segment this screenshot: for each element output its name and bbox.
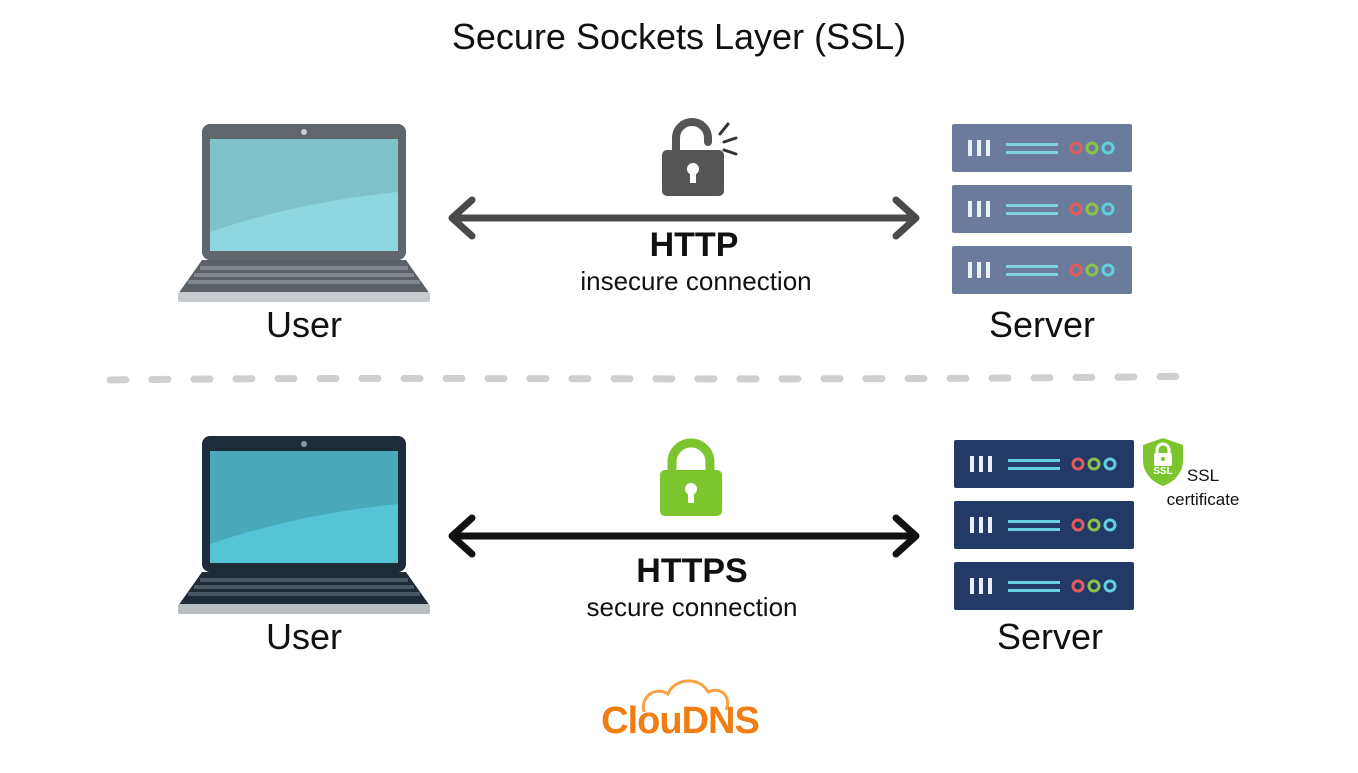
locked-padlock-icon [660,438,722,516]
certificate-label-line2: certificate [1166,490,1240,509]
protocol-label: HTTPS [636,552,748,590]
certificate-label-line1: SSL [1186,466,1220,485]
cloudns-logo: ClouDNS [560,672,800,752]
server-icon [952,124,1132,294]
laptop-icon [178,436,430,614]
connection-description: insecure connection [580,266,812,296]
connection-arrow [448,196,920,240]
laptop-icon [178,124,430,302]
connection-description: secure connection [586,592,798,622]
ssl-shield-badge: SSL [1140,436,1186,488]
protocol-label: HTTP [649,226,739,264]
diagram-title: Secure Sockets Layer (SSL) [451,16,907,57]
badge-text: SSL [1153,466,1173,477]
unlocked-padlock-icon [662,118,738,196]
user-label: User [265,304,342,345]
logo-text: ClouDNS [601,700,760,742]
section-divider [106,372,1204,384]
cloud-icon [641,679,729,713]
shield-icon [1143,438,1183,486]
server-label: Server [988,304,1096,345]
server-label: Server [996,616,1104,657]
user-label: User [265,616,342,657]
connection-arrow [448,514,920,558]
server-icon [954,440,1134,610]
